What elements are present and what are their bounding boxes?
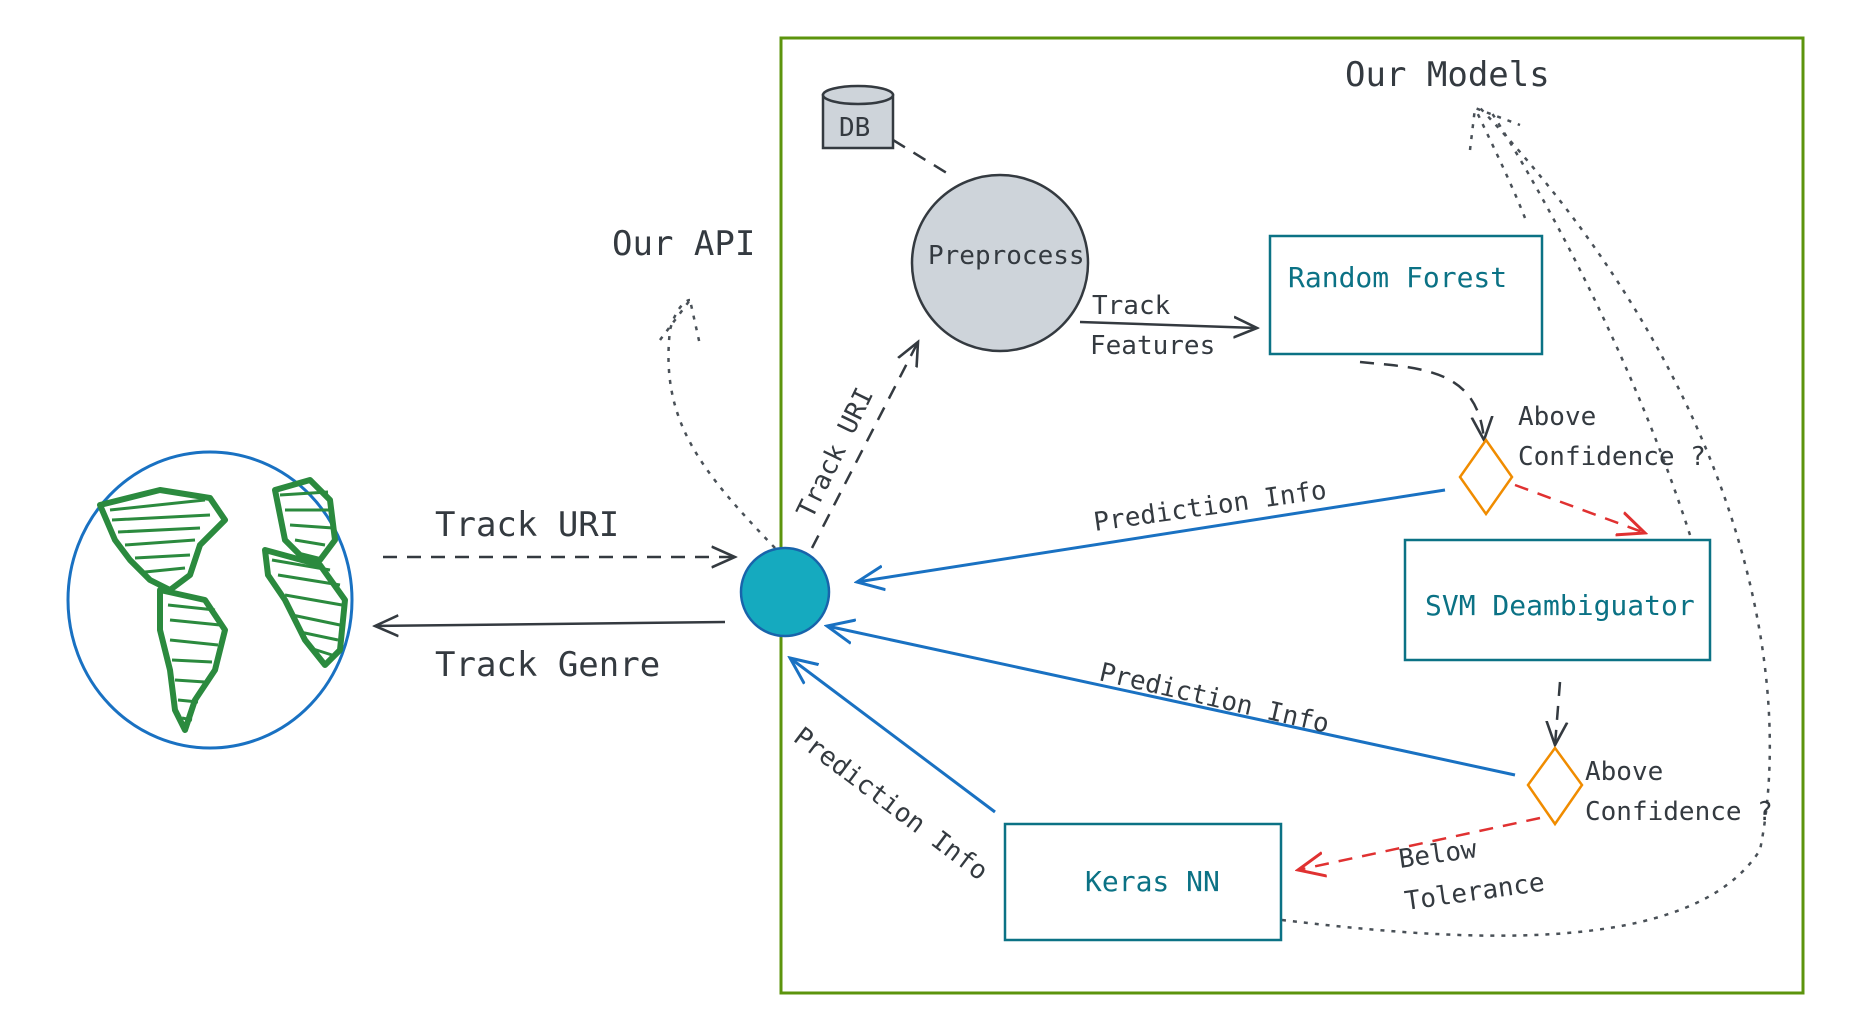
database-icon: DB [821, 84, 895, 150]
random-forest-box[interactable] [1268, 234, 1544, 356]
prediction-info-3-arrow [790, 658, 996, 814]
db-preprocess-link [892, 138, 951, 177]
preprocess-label: Preprocess [928, 241, 1085, 271]
confidence-decision-2 [1526, 745, 1584, 827]
prediction-info-2-arrow [827, 626, 1516, 777]
below-tolerance-arrow [1298, 816, 1541, 870]
track-genre-response-arrow [375, 622, 726, 626]
decision1-to-svm-arrow [1514, 483, 1645, 533]
rf-to-decision1-arrow [1359, 360, 1484, 440]
prediction-info-2-label: Prediction Info [1096, 658, 1332, 740]
preprocess-node[interactable] [910, 173, 1090, 353]
above-confidence-2-line1: Above [1585, 757, 1663, 787]
svm-deambiguator-box[interactable] [1403, 538, 1712, 662]
keras-nn-box[interactable] [1003, 822, 1283, 942]
random-forest-label: Random Forest [1288, 261, 1507, 294]
prediction-info-1-label: Prediction Info [1092, 476, 1329, 538]
api-node[interactable] [739, 546, 831, 638]
confidence-decision-1 [1458, 437, 1514, 517]
above-confidence-2-line2: Confidence ? [1585, 797, 1773, 827]
track-genre-response-label: Track Genre [435, 645, 660, 685]
our-api-label: Our API [612, 224, 755, 264]
below-tolerance-line1: Below [1397, 834, 1479, 875]
our-api-pointer [667, 298, 776, 549]
above-confidence-1-line1: Above [1518, 402, 1596, 432]
above-confidence-1-line2: Confidence ? [1518, 442, 1706, 472]
prediction-info-1-arrow [857, 488, 1446, 582]
track-features-label-1: Track [1092, 291, 1171, 321]
track-features-label-2: Features [1090, 331, 1215, 361]
our-models-pointer-rf [1473, 107, 1527, 219]
below-tolerance-line2: Tolerance [1403, 868, 1547, 917]
svm-to-decision2-arrow [1555, 681, 1560, 745]
db-label: DB [839, 113, 870, 143]
keras-nn-label: Keras NN [1085, 865, 1220, 898]
track-uri-request-label: Track URI [435, 505, 619, 545]
prediction-info-3-label: Prediction Info [788, 722, 994, 887]
our-models-pointer-svm [1488, 109, 1692, 536]
our-models-pointer-keras [1281, 107, 1772, 937]
system-boundary-frame [779, 36, 1805, 995]
track-uri-to-preprocess-arrow [810, 342, 918, 549]
globe-icon [66, 450, 354, 750]
our-models-label: Our Models [1345, 55, 1550, 95]
track-features-arrow [1079, 322, 1257, 328]
svm-deambiguator-label: SVM Deambiguator [1425, 589, 1695, 622]
